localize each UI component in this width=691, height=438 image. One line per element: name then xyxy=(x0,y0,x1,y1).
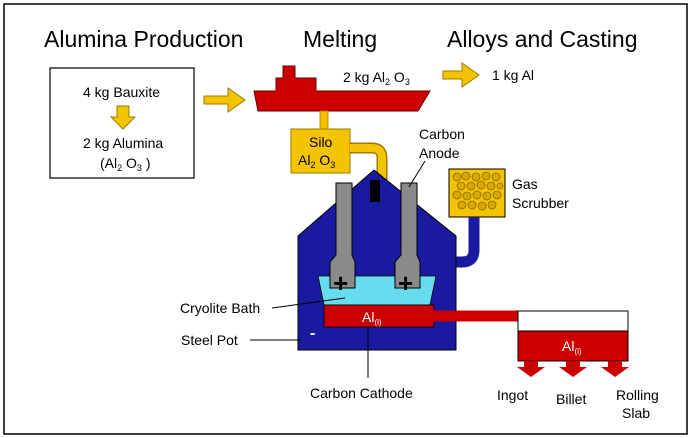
anode-leader-line xyxy=(408,160,426,188)
heading-melting: Melting xyxy=(303,26,377,52)
right-arrow-icon-2 xyxy=(442,62,480,88)
plus-sign-right: + xyxy=(398,268,413,298)
carbon-anode-label-2: Anode xyxy=(419,145,460,161)
silo-label: Silo xyxy=(309,134,333,150)
carbon-anode-label-1: Carbon xyxy=(419,126,465,142)
gas-scrubber-label-1: Gas xyxy=(512,176,538,192)
cryolite-leader-line xyxy=(271,297,346,309)
scrubber-pellets xyxy=(452,171,504,211)
slab-label: Slab xyxy=(622,405,650,421)
molten-al-label: Al(l) xyxy=(362,309,382,327)
rolling-label: Rolling xyxy=(616,387,659,403)
cryolite-bath-label: Cryolite Bath xyxy=(180,300,260,316)
casting-al-label: Al(l) xyxy=(562,338,582,356)
ingot-label: Ingot xyxy=(497,387,528,403)
bauxite-box xyxy=(49,67,195,179)
silo-formula: Al2 O3 xyxy=(298,152,335,170)
heading-alumina-production: Alumina Production xyxy=(44,26,243,52)
casting-trough xyxy=(517,310,629,362)
silo-box xyxy=(290,128,351,174)
right-arrow-icon xyxy=(203,87,246,113)
carbon-cathode-label: Carbon Cathode xyxy=(310,385,413,401)
anode-left xyxy=(329,182,356,289)
minus-sign-left: - xyxy=(310,325,315,342)
steel-pot-label: Steel Pot xyxy=(181,332,238,348)
bauxite-label: 4 kg Bauxite xyxy=(83,84,160,100)
ship-icon xyxy=(253,65,431,112)
output-al-label: 1 kg Al xyxy=(492,67,534,83)
alumina-label: 2 kg Alumina xyxy=(83,135,163,151)
billet-label: Billet xyxy=(556,391,586,407)
down-arrow-icon xyxy=(109,105,137,130)
ingot-arrow-icon xyxy=(517,361,545,377)
plus-sign-left: + xyxy=(333,268,348,298)
silo-tube xyxy=(350,144,386,295)
alumina-formula: (Al2 O3 ) xyxy=(100,155,151,173)
gas-scrubber-label-2: Scrubber xyxy=(512,195,569,211)
billet-arrow-icon xyxy=(559,361,587,377)
anode-right xyxy=(394,182,421,289)
feed-pipe xyxy=(319,110,329,130)
frame-border xyxy=(3,3,688,435)
ship-cargo-label: 2 kg Al2 O3 xyxy=(343,69,410,87)
heading-alloys-casting: Alloys and Casting xyxy=(447,26,638,52)
slab-arrow-icon xyxy=(601,361,629,377)
exhaust-duct xyxy=(440,217,480,268)
